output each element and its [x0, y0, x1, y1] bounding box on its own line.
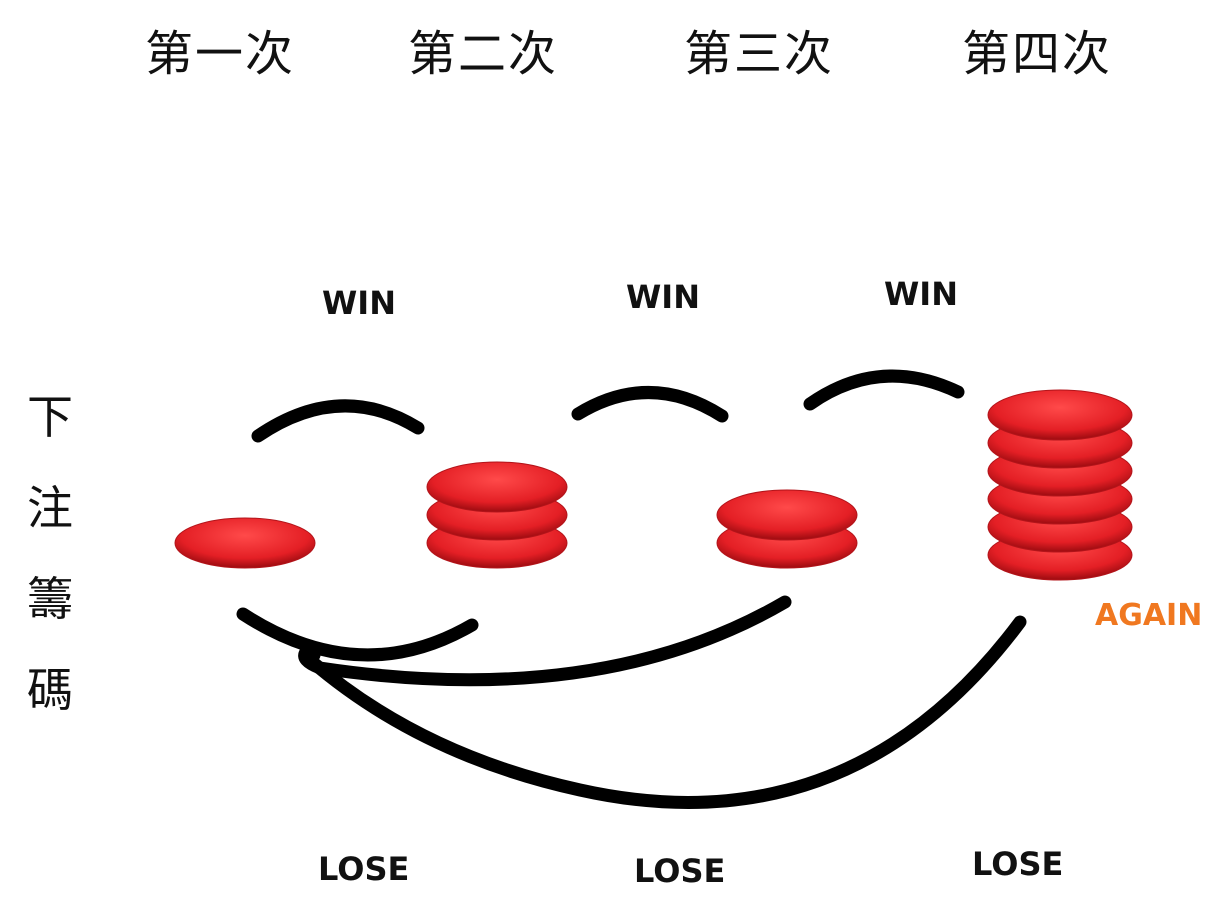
chip-stack-4 [987, 389, 1133, 581]
side-label-char: 籌 [27, 572, 73, 626]
win-arrow-1 [251, 399, 425, 443]
header-round-4: 第四次 [962, 26, 1113, 82]
chip [426, 461, 568, 513]
side-label: 下 注 籌 碼 [22, 372, 78, 736]
lose-label-3: LOSE [972, 845, 1064, 883]
again-label: AGAIN [1095, 598, 1203, 633]
win-label-3: WIN [884, 275, 958, 313]
win-label-1: WIN [322, 284, 396, 322]
lose-label-2: LOSE [634, 852, 726, 890]
side-label-char: 注 [27, 481, 73, 535]
chip [174, 517, 316, 569]
lose-arrow-1 [236, 607, 479, 662]
header-round-3: 第三次 [684, 26, 835, 82]
win-arrow-2 [571, 386, 729, 423]
chip [716, 489, 858, 541]
lose-label-1: LOSE [318, 850, 410, 888]
side-label-char: 下 [27, 390, 73, 444]
chip-stack-3 [716, 489, 858, 569]
header-round-2: 第二次 [408, 26, 559, 82]
side-label-char: 碼 [27, 663, 73, 717]
chip [987, 389, 1133, 441]
lose-arrow-3 [300, 615, 1027, 809]
win-label-2: WIN [626, 278, 700, 316]
chip-stack-1 [174, 517, 316, 569]
chip-stack-2 [426, 461, 568, 569]
win-arrow-3 [803, 369, 965, 411]
header-round-1: 第一次 [145, 26, 296, 82]
